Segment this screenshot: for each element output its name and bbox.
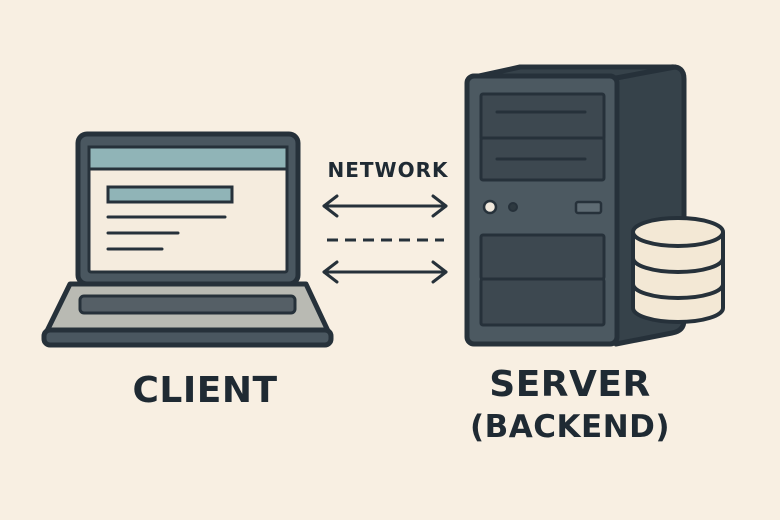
drive-bay [479, 277, 606, 327]
bidirectional-arrow-icon [322, 260, 448, 284]
drive-bay [479, 92, 606, 142]
status-light-icon [508, 202, 518, 212]
server-title: SERVER [489, 364, 651, 405]
screen-input-field [106, 185, 234, 204]
database-icon [631, 216, 725, 324]
laptop-front-edge [41, 327, 334, 348]
server-subtitle: (BACKEND) [470, 409, 671, 445]
bidirectional-arrow-icon [322, 194, 448, 218]
laptop-keyboard [78, 294, 297, 315]
laptop-icon [41, 131, 334, 348]
usb-port-icon [574, 200, 603, 215]
server-label: SERVER (BACKEND) [470, 364, 670, 448]
network-label: NETWORK [327, 158, 449, 182]
drive-bay [479, 233, 606, 281]
client-label: CLIENT [132, 370, 278, 411]
power-button-icon [482, 199, 498, 215]
screen-title-bar [87, 145, 289, 171]
